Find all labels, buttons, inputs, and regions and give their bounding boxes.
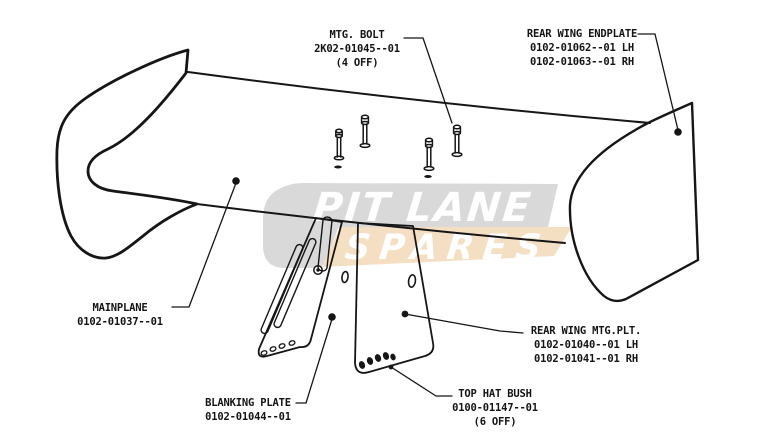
blanking-plate xyxy=(257,216,343,358)
part-number: 0102-01044--01 xyxy=(205,411,291,423)
top-hat-bush-leader xyxy=(390,366,453,397)
part-number: 2K02-01045--01 xyxy=(314,43,400,55)
mtg-bolt-2 xyxy=(359,114,371,149)
blanking-plate-outline xyxy=(257,217,343,358)
part-name: MTG. BOLT xyxy=(329,29,385,41)
watermark-pit-lane-text: PIT LANE xyxy=(311,185,534,231)
part-name: TOP HAT BUSH xyxy=(458,388,532,400)
mainplane-trailing-edge xyxy=(196,203,566,244)
rear-wing-mounting-plate xyxy=(341,222,435,374)
blanking-plate-rivet xyxy=(288,340,296,346)
blanking-plate-rivet xyxy=(278,343,286,349)
part-name: MAINPLANE xyxy=(92,302,148,314)
part-qty: (6 OFF) xyxy=(473,416,517,428)
mounting-plate-leader-dot xyxy=(401,310,409,318)
top-hat-bushes xyxy=(358,352,396,369)
blanking-plate-grommet-center xyxy=(316,268,320,272)
part-name: REAR WING ENDPLATE xyxy=(526,28,638,40)
blanking-plate-rivet xyxy=(269,346,277,352)
endplate-leader-dot xyxy=(674,128,682,136)
part-number: 0100-01147--01 xyxy=(452,402,538,414)
part-number: 0102-01037--01 xyxy=(77,316,163,328)
mainplane-top-edge xyxy=(187,71,651,124)
leader-lines xyxy=(171,33,679,404)
rear-wing-endplate-right-outline xyxy=(568,101,700,303)
part-number-lh: 0102-01040--01 LH xyxy=(533,339,639,351)
blanking-plate-leader-dot xyxy=(328,313,336,321)
label-mainplane: MAINPLANE 0102-01037--01 xyxy=(77,301,163,329)
blanking-plate-leader xyxy=(295,318,333,404)
part-number-rh: 0102-01041--01 RH xyxy=(533,353,639,365)
label-rear-wing-endplate: REAR WING ENDPLATE 0102-01062--01 LH 010… xyxy=(527,27,637,69)
mounting-plate-outline xyxy=(354,222,435,374)
label-rear-wing-mtg-plt: REAR WING MTG.PLT. 0102-01040--01 LH 010… xyxy=(531,324,641,366)
mounting-plate-hole xyxy=(407,274,417,288)
top-hat-bush-leader-dot xyxy=(388,364,394,370)
label-blanking-plate: BLANKING PLATE 0102-01044--01 xyxy=(205,396,291,424)
blanking-plate-slot-1 xyxy=(260,243,304,335)
top-hat-bush-item xyxy=(358,361,366,369)
part-qty: (4 OFF) xyxy=(335,57,379,69)
part-number-lh: 0102-01062--01 LH xyxy=(529,42,635,54)
top-hat-bush-item xyxy=(366,357,374,365)
blanking-plate-grommet xyxy=(313,265,323,275)
mainplane-leader xyxy=(171,182,237,308)
top-hat-bush-item xyxy=(382,352,390,360)
mounting-plate-leader xyxy=(404,313,524,334)
bolt-washer xyxy=(424,175,432,178)
mainplane-leader-dot xyxy=(232,177,240,185)
part-number-rh: 0102-01063--01 RH xyxy=(529,56,635,68)
mtg-bolt-1 xyxy=(333,128,345,169)
part-name: BLANKING PLATE xyxy=(205,397,291,409)
rear-wing-endplate-left-outline xyxy=(55,48,199,260)
leader-dots xyxy=(232,128,682,370)
wing-underside-hole xyxy=(341,270,349,284)
part-name: REAR WING MTG.PLT. xyxy=(530,325,642,337)
watermark-spares-text: SPARES xyxy=(343,227,552,268)
top-hat-bush-item xyxy=(374,354,382,362)
label-top-hat-bush: TOP HAT BUSH 0100-01147--01 (6 OFF) xyxy=(452,387,538,429)
top-hat-bush-item xyxy=(390,353,396,361)
mtg-bolt-3 xyxy=(423,137,435,178)
watermark-band-tan xyxy=(322,227,572,267)
mtg-bolt-4 xyxy=(451,124,463,158)
endplate-leader xyxy=(637,33,679,131)
bolt-washer xyxy=(334,165,342,169)
label-mtg-bolt: MTG. BOLT 2K02-01045--01 (4 OFF) xyxy=(314,28,400,70)
blanking-plate-rivet xyxy=(260,350,268,356)
mtg-bolt-leader xyxy=(403,37,453,124)
blanking-plate-slot-2 xyxy=(273,237,317,329)
